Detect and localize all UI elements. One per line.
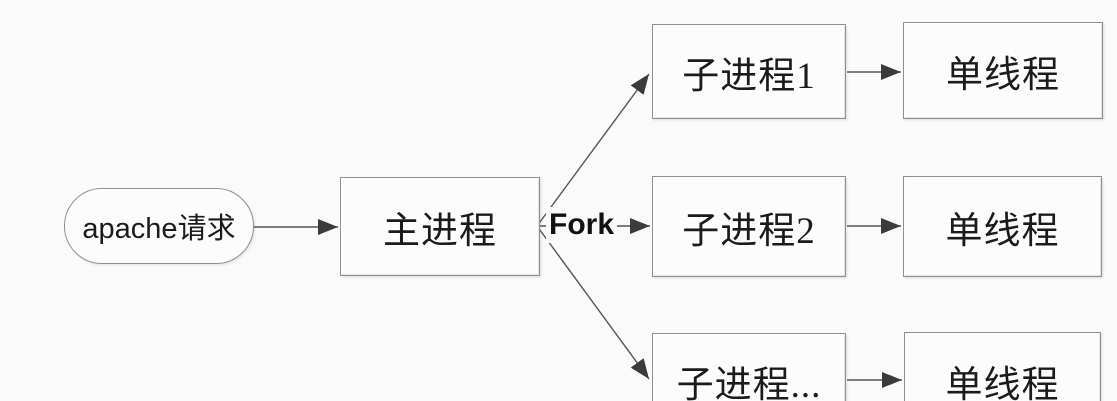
child-process-n-label: 子进程... bbox=[676, 365, 822, 401]
node-main-process: 主进程 bbox=[340, 177, 540, 276]
main-process-label: 主进程 bbox=[383, 210, 497, 252]
node-child-process-1: 子进程1 bbox=[652, 24, 846, 119]
node-child-process-2: 子进程2 bbox=[652, 176, 846, 277]
fork-label: Fork bbox=[546, 207, 618, 243]
node-apache-request: apache请求 bbox=[64, 188, 254, 264]
node-child-process-n: 子进程... bbox=[652, 333, 846, 401]
child-process-2-label: 子进程2 bbox=[682, 210, 816, 252]
child-process-1-label: 子进程1 bbox=[682, 55, 816, 97]
single-thread-1-label: 单线程 bbox=[946, 54, 1060, 96]
connector-fork-down bbox=[536, 225, 650, 380]
node-single-thread-1: 单线程 bbox=[903, 22, 1103, 119]
connector-fork-up bbox=[536, 73, 650, 227]
node-single-thread-2: 单线程 bbox=[903, 176, 1102, 277]
node-single-thread-n: 单线程 bbox=[904, 332, 1101, 401]
single-thread-2-label: 单线程 bbox=[945, 210, 1060, 252]
apache-request-label: apache请求 bbox=[82, 213, 236, 245]
single-thread-n-label: 单线程 bbox=[945, 364, 1060, 401]
